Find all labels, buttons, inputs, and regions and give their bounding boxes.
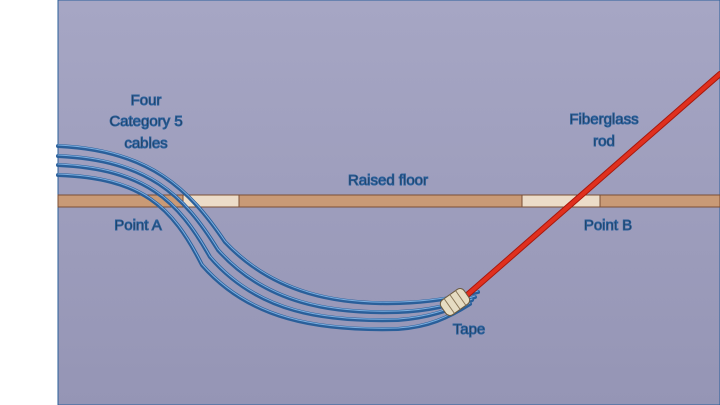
cable-3 <box>56 163 474 323</box>
cable-highlight-4 <box>57 173 471 329</box>
cable-1 <box>56 144 480 306</box>
point-b-label: Point B <box>584 217 632 234</box>
floor-opening-b <box>521 194 601 208</box>
cable-4 <box>56 173 472 332</box>
point-a-label: Point A <box>114 217 162 234</box>
cable-bundle <box>56 144 480 332</box>
cable-2 <box>56 154 477 315</box>
tape-wrap <box>439 288 471 316</box>
tape-wind <box>449 294 461 310</box>
tape-label: Tape <box>453 321 486 338</box>
raised-floor-label: Raised floor <box>348 172 428 189</box>
cable-highlight-3 <box>57 163 473 320</box>
tape-wind <box>443 298 455 314</box>
rod-label-line-1: Fiberglass <box>569 111 638 128</box>
fiberglass-rod-core <box>456 72 720 305</box>
cable-highlight-2 <box>57 154 476 312</box>
cable-highlight-1 <box>57 144 479 303</box>
raised-floor <box>57 194 720 208</box>
rod-label-line-2: rod <box>593 133 615 150</box>
cables-label-line-1: Four <box>131 92 162 109</box>
cables-label-line-2: Category 5 <box>109 113 182 130</box>
cables-label-line-3: cables <box>124 135 167 152</box>
tape-wind <box>455 290 467 306</box>
